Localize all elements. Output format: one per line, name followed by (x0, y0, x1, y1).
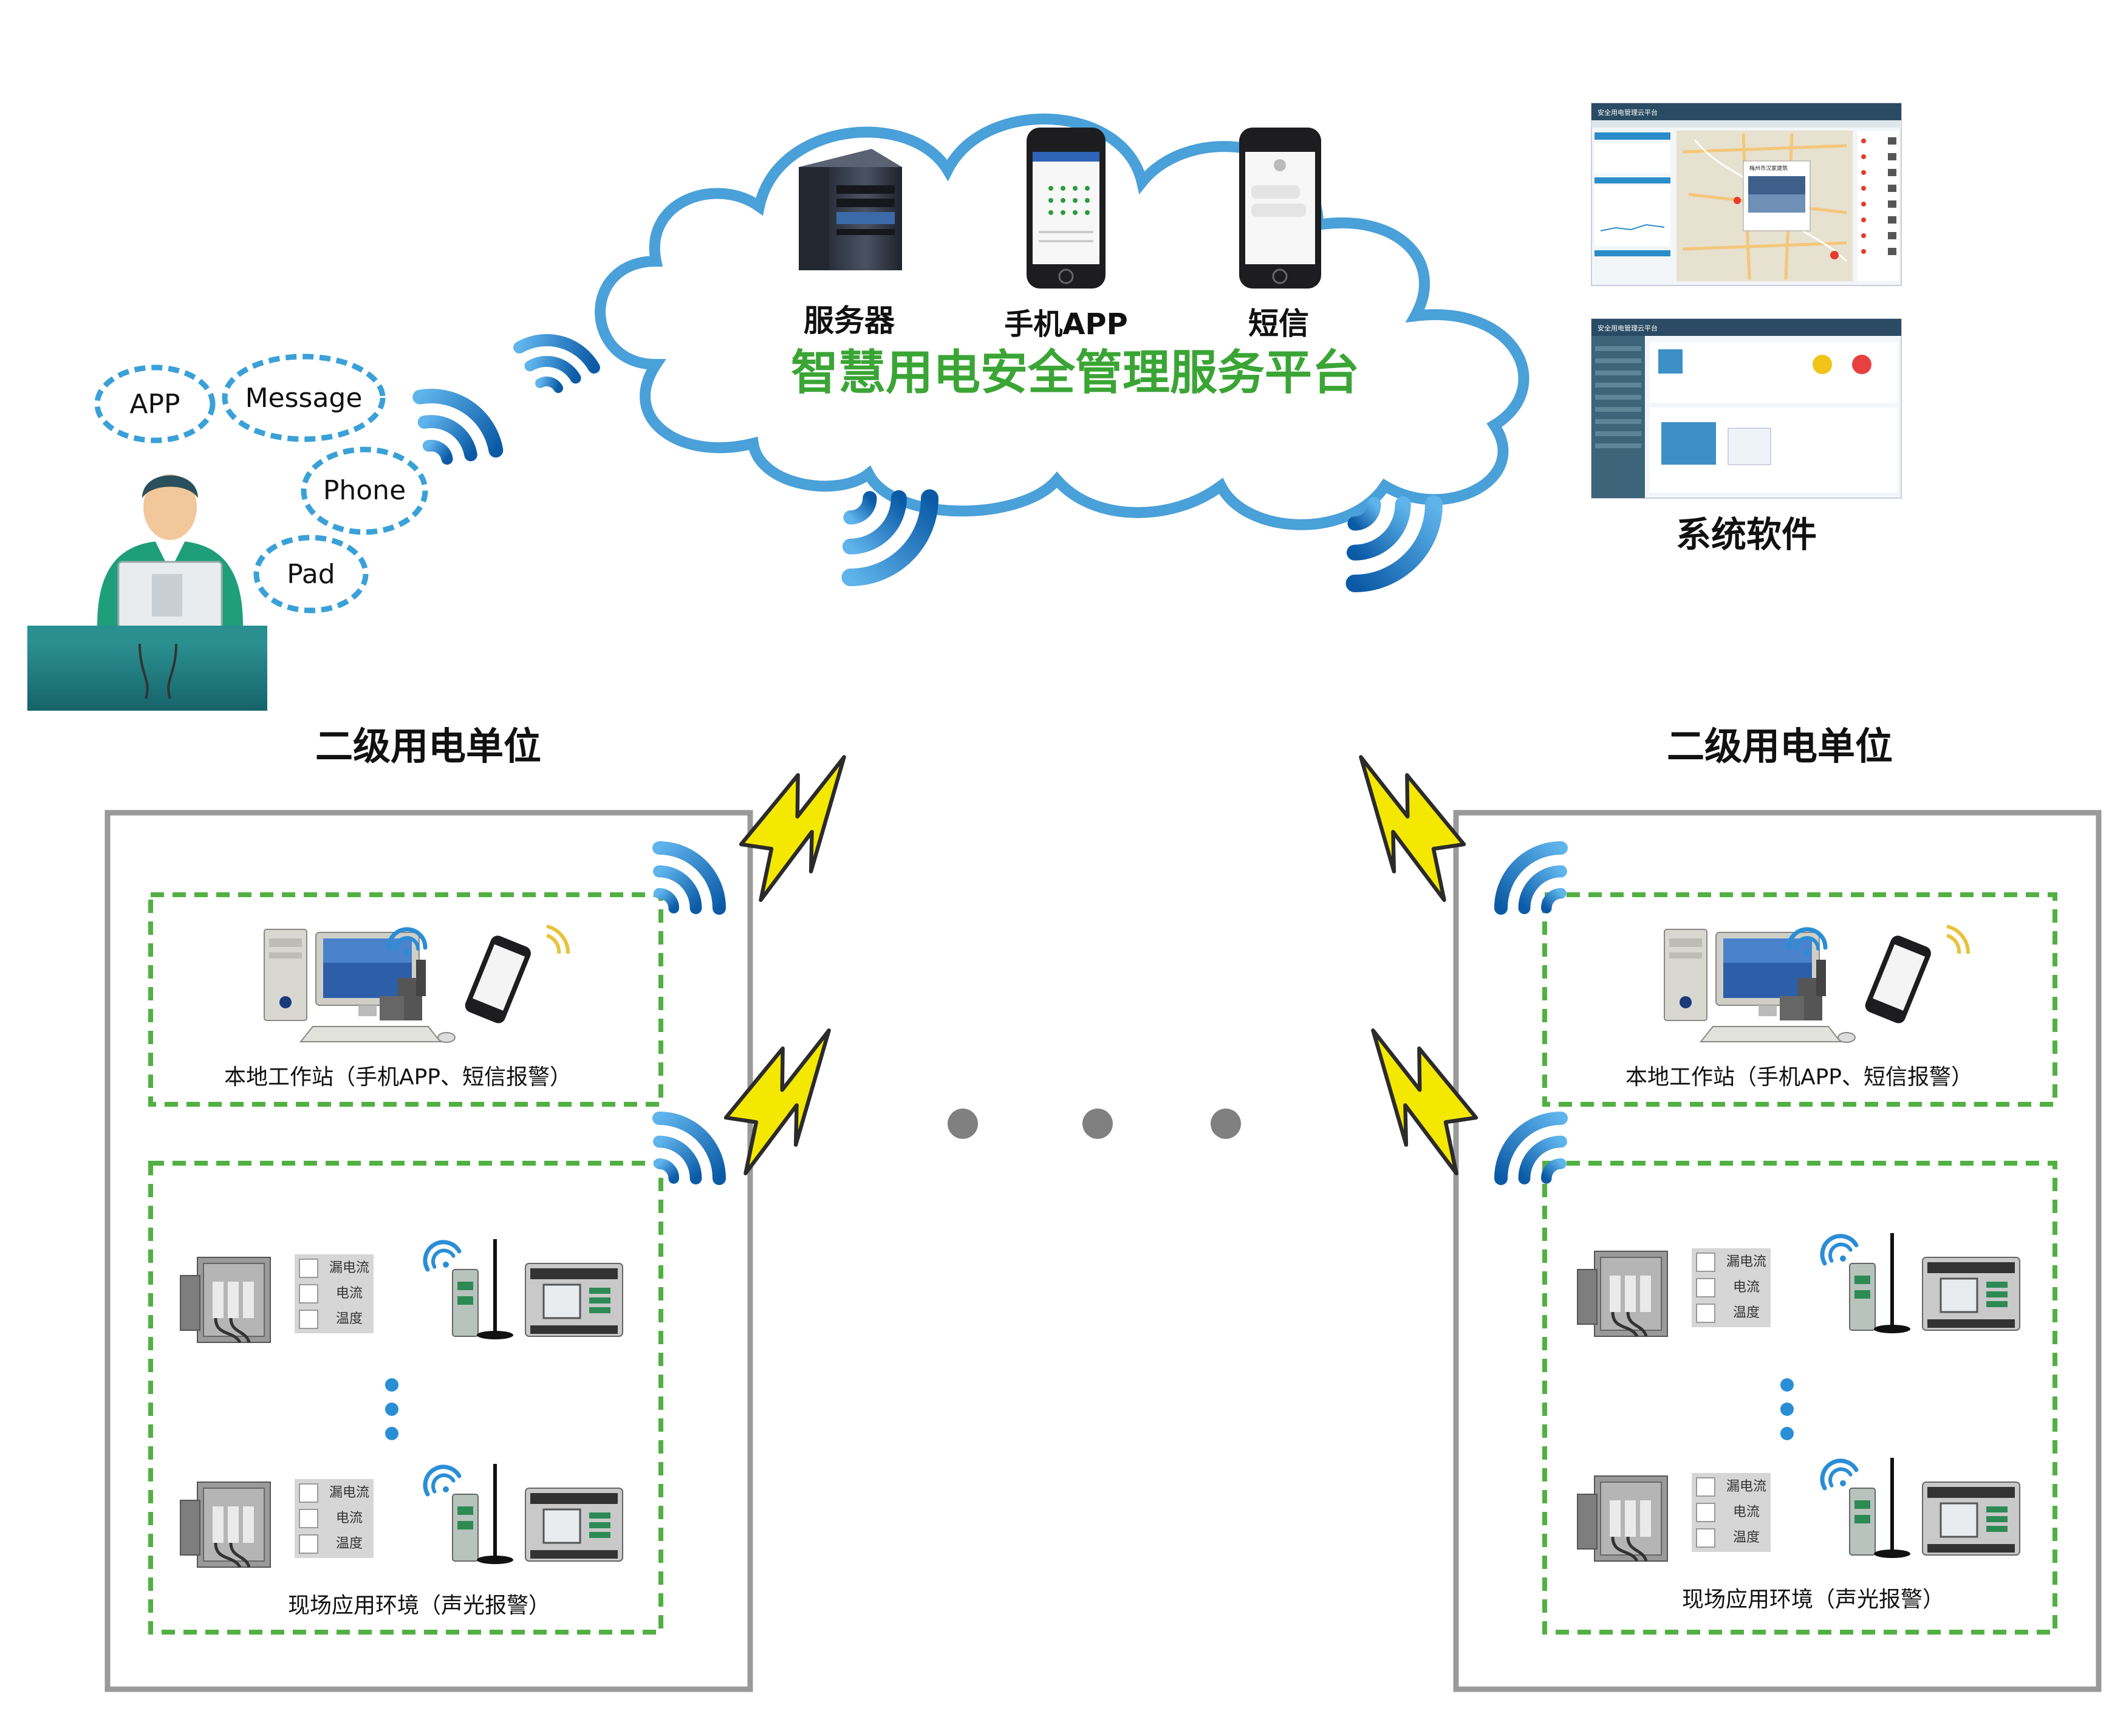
vertical-dot (385, 1427, 398, 1440)
sensor-label: 温度 (1733, 1305, 1760, 1321)
bubble-message-label: Message (245, 383, 363, 414)
detector-device-icon (1850, 1458, 2020, 1558)
lightning-bolt-icon (1351, 1030, 1488, 1175)
bubble-pad (253, 535, 369, 613)
vertical-dot (1780, 1403, 1794, 1416)
distribution-cabinet-icon (180, 1257, 270, 1342)
wifi-icon-cloud-lower-right (1355, 504, 1434, 584)
unit-right: 二级用电单位 本地工作站（手机APP、短信报警） 漏电流 电流 温度 漏电流 电… (1339, 724, 2102, 1692)
sms-phone-icon (1239, 128, 1321, 289)
software-screenshot-1: 安全用电管理云平台 梅州市汉家建筑 (1591, 103, 1902, 286)
ellipsis-dot (1082, 1109, 1113, 1139)
unit-right-workstation-label: 本地工作站（手机APP、短信报警） (1625, 1065, 1973, 1090)
wifi-icon-cloud-upper-left (519, 320, 594, 395)
mobile-phone-icon (1863, 933, 1933, 1026)
wifi-icon-unit-right-top (1501, 848, 1561, 908)
bubble-phone-label: Phone (323, 475, 406, 506)
detector-device-icon (453, 1464, 623, 1564)
unit-left-title: 二级用电单位 (315, 724, 541, 768)
wifi-icon-user (420, 386, 496, 462)
unit-right-workstation-box (1542, 892, 2057, 1107)
bubble-app-label: APP (129, 389, 180, 420)
unit-right-box (1453, 810, 2102, 1692)
wifi-icon-unit-left-bottom (659, 1118, 719, 1178)
vertical-dot (1780, 1427, 1794, 1440)
software-map-label: 梅州市汉家建筑 (1749, 165, 1788, 172)
vertical-dot (385, 1403, 398, 1416)
user-at-computer-icon (27, 474, 267, 711)
unit-left-workstation-label: 本地工作站（手机APP、短信报警） (224, 1065, 572, 1090)
server-label: 服务器 (804, 303, 895, 338)
bubble-app (94, 364, 216, 443)
distribution-cabinet-icon (1577, 1251, 1667, 1336)
sensor-label: 电流 (336, 1511, 363, 1526)
sensor-label: 漏电流 (1726, 1254, 1766, 1270)
sensor-label: 漏电流 (329, 1485, 369, 1500)
software-screen2-title: 安全用电管理云平台 (1598, 324, 1658, 332)
software-screen1-title: 安全用电管理云平台 (1598, 108, 1658, 117)
sensor-label: 漏电流 (329, 1260, 369, 1276)
phone-app-icon (1027, 128, 1106, 289)
bubble-pad-label: Pad (287, 559, 335, 590)
unit-left-field-box (148, 1161, 663, 1635)
distribution-cabinet-icon (180, 1482, 270, 1567)
sensor-label: 温度 (336, 1311, 363, 1327)
sensor-label: 电流 (1733, 1505, 1760, 1520)
phone-signal-icon (545, 924, 570, 954)
unit-right-field-label: 现场应用环境（声光报警） (1682, 1587, 1944, 1612)
unit-left-box (104, 810, 753, 1692)
phone-signal-icon (1946, 924, 1970, 954)
wifi-icon-unit-left-top (659, 848, 719, 908)
unit-right-title: 二级用电单位 (1667, 724, 1893, 768)
sensor-label: 温度 (336, 1536, 363, 1551)
vertical-dot (1780, 1378, 1794, 1392)
sensor-label: 温度 (1733, 1530, 1760, 1545)
sensor-label: 电流 (336, 1286, 363, 1301)
bubble-message (222, 354, 386, 442)
distribution-cabinet-icon (1577, 1476, 1667, 1561)
detector-device-icon (453, 1239, 623, 1339)
server-icon (799, 149, 902, 270)
ellipsis-dot (1211, 1109, 1241, 1139)
lightning-bolt-icon (714, 1030, 851, 1175)
software-label: 系统软件 (1676, 514, 1817, 555)
unit-left-field-label: 现场应用环境（声光报警） (288, 1593, 550, 1618)
app-label: 手机APP (1004, 307, 1128, 341)
bubble-phone (301, 446, 428, 535)
sensor-label: 漏电流 (1726, 1479, 1766, 1494)
unit-right-field-box (1542, 1161, 2057, 1635)
vertical-dot (385, 1378, 398, 1392)
sms-label: 短信 (1248, 306, 1309, 341)
wifi-icon-unit-right-bottom (1501, 1118, 1561, 1178)
ellipsis-dot (948, 1109, 978, 1139)
platform-title: 智慧用电安全管理服务平台 (791, 346, 1359, 400)
mobile-phone-icon (463, 933, 533, 1026)
sensor-label: 电流 (1733, 1280, 1760, 1295)
unit-left-workstation-box (148, 892, 663, 1107)
unit-left: 二级用电单位 本地工作站（手机APP、短信报警） 漏电流 电流 温度 漏电流 电… (104, 724, 866, 1692)
user-bubbles: APP Message Phone Pad (94, 354, 428, 613)
software-screenshot-2: 安全用电管理云平台 (1591, 318, 1902, 499)
detector-device-icon (1850, 1233, 2020, 1333)
